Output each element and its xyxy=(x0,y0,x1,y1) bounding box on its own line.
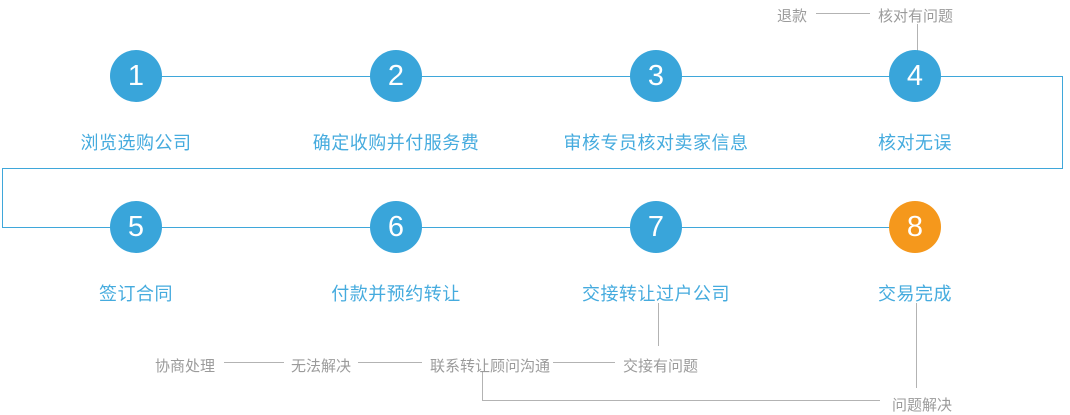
advisor-elbow-horizontal-line xyxy=(482,400,880,401)
negotiate-chain-line-1 xyxy=(224,362,284,363)
step-number-2: 2 xyxy=(387,60,405,92)
refund-branch-line xyxy=(816,13,870,14)
step-label-1: 浏览选购公司 xyxy=(80,133,192,153)
step-label-3: 审核专员核对卖家信息 xyxy=(563,133,749,153)
step-number-5: 5 xyxy=(127,211,145,243)
problem-solved-label: 问题解决 xyxy=(892,397,953,414)
step-number-4: 4 xyxy=(906,60,924,92)
check-problem-drop-line xyxy=(917,24,918,53)
step-circle-4: 4 xyxy=(889,50,941,102)
step-number-3: 3 xyxy=(647,60,665,92)
refund-label: 退款 xyxy=(777,8,808,25)
step-label-6: 付款并预约转让 xyxy=(331,284,461,304)
step-label-4: 核对无误 xyxy=(878,133,952,153)
unresolvable-label: 无法解决 xyxy=(291,358,352,375)
contact-advisor-label: 联系转让顾问沟通 xyxy=(430,358,551,375)
step-number-7: 7 xyxy=(647,211,665,243)
step-circle-1: 1 xyxy=(110,50,162,102)
step-circle-6: 6 xyxy=(370,201,422,253)
step-circle-2: 2 xyxy=(370,50,422,102)
negotiate-label: 协商处理 xyxy=(155,358,216,375)
step-circle-5: 5 xyxy=(110,201,162,253)
connector-left-vertical xyxy=(2,168,3,228)
connector-middle-line xyxy=(2,168,1063,169)
step-label-7: 交接转让过户公司 xyxy=(582,284,730,304)
connector-row2-line xyxy=(2,227,915,228)
step-circle-3: 3 xyxy=(630,50,682,102)
step-label-5: 签订合同 xyxy=(99,284,173,304)
step-number-8: 8 xyxy=(906,211,924,243)
connector-row1-line xyxy=(136,76,1062,77)
problem-solved-drop-line xyxy=(916,303,917,388)
advisor-elbow-vertical-line xyxy=(482,372,483,401)
step-number-1: 1 xyxy=(127,60,145,92)
step-circle-7: 7 xyxy=(630,201,682,253)
connector-right-vertical xyxy=(1062,76,1063,169)
step-number-6: 6 xyxy=(387,211,405,243)
check-problem-label: 核对有问题 xyxy=(878,8,954,25)
step-label-8: 交易完成 xyxy=(878,284,952,304)
negotiate-chain-line-3 xyxy=(553,362,615,363)
handover-problem-label: 交接有问题 xyxy=(623,358,699,375)
step-circle-8: 8 xyxy=(889,201,941,253)
step-label-2: 确定收购并付服务费 xyxy=(312,133,480,153)
handover-problem-drop-line xyxy=(658,303,659,346)
negotiate-chain-line-2 xyxy=(358,362,422,363)
